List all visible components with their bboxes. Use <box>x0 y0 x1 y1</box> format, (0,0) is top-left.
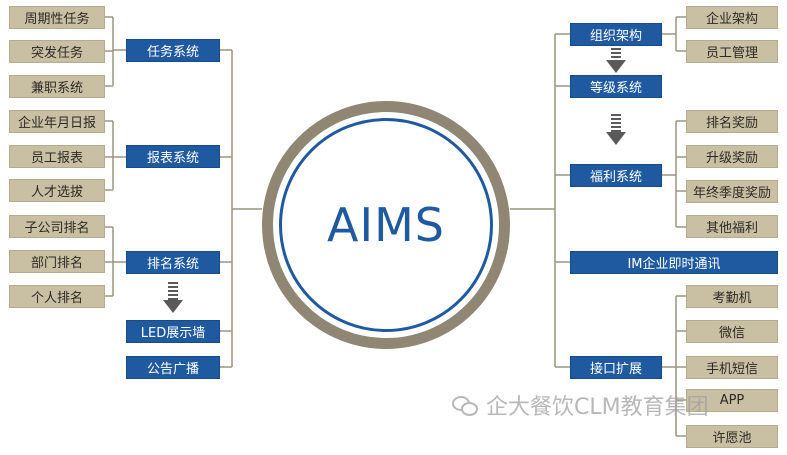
leaf-other-benefits: 其他福利 <box>686 215 778 238</box>
leaf-department-ranking: 部门排名 <box>9 250 105 273</box>
leaf-part-time-system: 兼职系统 <box>9 75 105 98</box>
task-system-node: 任务系统 <box>126 39 220 62</box>
watermark-text: 企大餐饮CLM教育集团 <box>486 395 709 420</box>
leaf-wish-pool: 许愿池 <box>686 425 778 448</box>
down-arrow-icon <box>163 282 183 314</box>
hub-title: AIMS <box>327 198 445 252</box>
leaf-annual-quarterly-reward: 年终季度奖励 <box>686 180 778 203</box>
leaf-wechat: 微信 <box>686 320 778 343</box>
hub-center: AIMS <box>279 118 493 332</box>
leaf-upgrade-reward: 升级奖励 <box>686 145 778 168</box>
interface-extension-node: 接口扩展 <box>570 356 662 379</box>
leaf-subsidiary-ranking: 子公司排名 <box>9 215 105 238</box>
announcement-node: 公告广播 <box>126 356 220 379</box>
leaf-app: APP <box>686 389 778 412</box>
leaf-attendance-machine: 考勤机 <box>686 285 778 308</box>
leaf-periodic-task: 周期性任务 <box>9 6 105 29</box>
level-system-node: 等级系统 <box>570 75 662 98</box>
leaf-talent-selection: 人才选拔 <box>9 179 105 202</box>
leaf-staff-report: 员工报表 <box>9 145 105 168</box>
leaf-urgent-task: 突发任务 <box>9 40 105 63</box>
im-messaging-node: IM企业即时通讯 <box>570 251 778 274</box>
leaf-staff-management: 员工管理 <box>686 40 778 63</box>
leaf-enterprise-report: 企业年月日报 <box>9 110 105 133</box>
org-structure-node: 组织架构 <box>570 23 662 46</box>
leaf-personal-ranking: 个人排名 <box>9 285 105 308</box>
leaf-ranking-reward: 排名奖励 <box>686 110 778 133</box>
report-system-node: 报表系统 <box>126 145 220 168</box>
welfare-system-node: 福利系统 <box>570 164 662 187</box>
leaf-enterprise-structure: 企业架构 <box>686 6 778 29</box>
leaf-sms: 手机短信 <box>686 356 778 379</box>
down-arrow-icon <box>606 48 626 74</box>
down-arrow-icon <box>606 114 626 146</box>
ranking-system-node: 排名系统 <box>126 251 220 274</box>
wechat-icon <box>452 394 478 416</box>
led-wall-node: LED展示墙 <box>126 320 220 343</box>
watermark: 企大餐饮CLM教育集团 <box>452 389 709 421</box>
